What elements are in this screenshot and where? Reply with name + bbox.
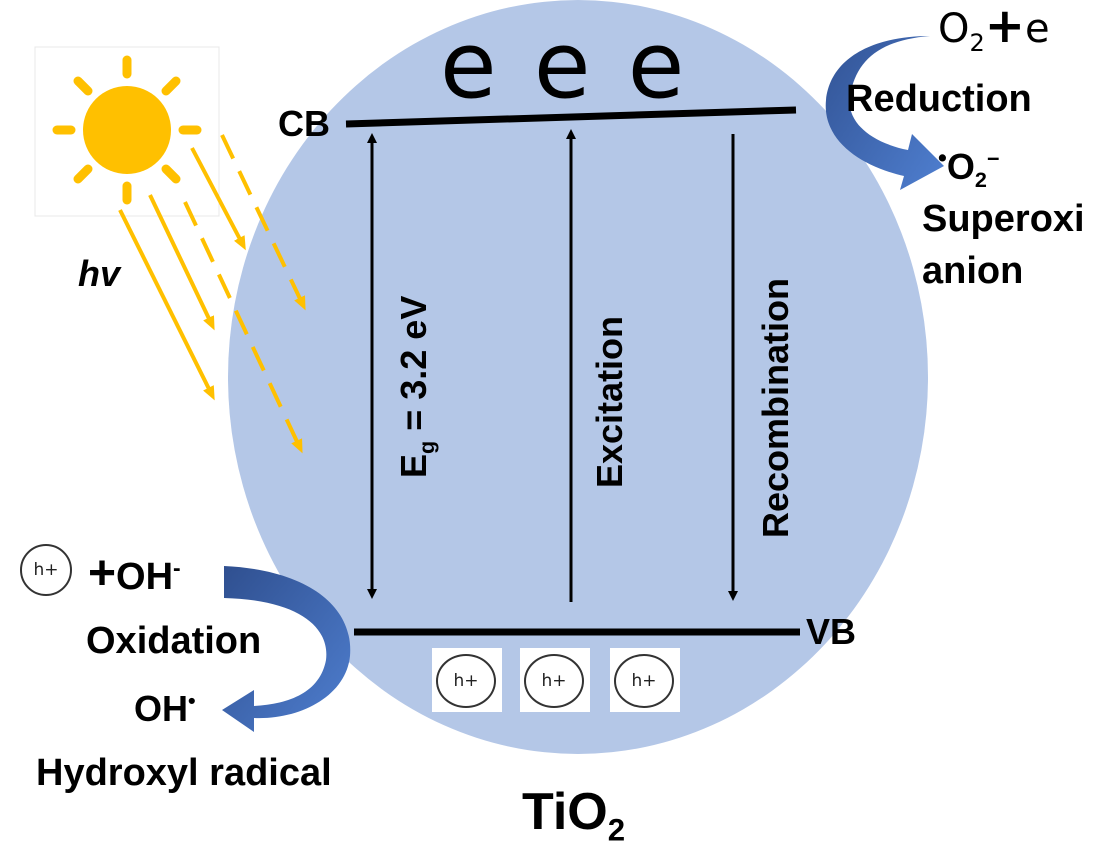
hydroxide-charge: -	[173, 554, 181, 581]
hole-1: h+	[432, 648, 502, 712]
reduction-reactants: O2+e	[938, 2, 1050, 55]
superoxide-subscript: 2	[974, 167, 987, 193]
reduction-plus: +	[984, 0, 1025, 54]
light-ray-solid-2	[148, 194, 215, 331]
hydroxide-symbol: OH	[116, 556, 174, 598]
oxidation-label: Oxidation	[86, 620, 262, 662]
reduction-label: Reduction	[846, 78, 1032, 120]
material-label: TiO2	[522, 786, 625, 846]
hydroxyl-dot: •	[188, 688, 196, 713]
superoxide-name-line2: anion	[922, 250, 1024, 292]
band-gap-subscript: g	[414, 440, 440, 454]
band-gap-label: Eg = 3.2 eV	[393, 295, 440, 478]
hole-1-label: h+	[436, 654, 496, 708]
light-rays	[118, 134, 306, 454]
valence-band-label: VB	[806, 611, 857, 652]
material-symbol: TiO	[522, 783, 608, 841]
oxygen-subscript: 2	[969, 29, 985, 57]
reduction-curved-arrow	[825, 4, 944, 190]
superoxide-charge: −	[986, 146, 1000, 171]
sun-icon	[52, 55, 202, 205]
superoxide-dot: •	[938, 144, 947, 172]
superoxide-name-line1: Superoxi	[922, 198, 1085, 240]
hole-2: h+	[520, 648, 590, 712]
electrons-label: e e e	[440, 12, 689, 119]
hydroxyl-symbol: OH	[134, 688, 188, 729]
hole-3-label: h+	[614, 654, 674, 708]
light-ray-dashed-1	[183, 201, 303, 454]
hydroxyl-formula: OH•	[134, 690, 196, 727]
excitation-label: Excitation	[589, 315, 630, 488]
hole-reactant: h+	[16, 540, 84, 600]
oxidation-curved-arrow	[222, 566, 351, 732]
oxygen-symbol: O	[938, 6, 970, 52]
hydroxyl-name: Hydroxyl radical	[36, 752, 332, 794]
superoxide-formula: •O2−	[938, 144, 1000, 193]
hole-reactant-ring: h+	[20, 544, 72, 596]
oxidation-plus: +	[88, 547, 117, 600]
material-subscript: 2	[607, 812, 626, 848]
oxidation-reactants: +OH-	[88, 550, 181, 598]
recombination-label: Recombination	[755, 277, 796, 538]
superoxide-symbol: O	[946, 146, 975, 187]
reduction-electron: e	[1024, 6, 1050, 52]
light-ray-solid-1	[118, 209, 215, 401]
tio2-particle	[228, 0, 928, 754]
light-ray-solid-3	[190, 147, 246, 251]
band-gap-symbol: E	[393, 453, 434, 478]
conduction-band-label: CB	[278, 103, 330, 144]
band-gap-value: = 3.2 eV	[393, 295, 434, 441]
hole-2-label: h+	[524, 654, 584, 708]
light-ray-dashed-2	[220, 134, 306, 311]
conduction-band-line	[345, 106, 797, 128]
hole-3: h+	[610, 648, 680, 712]
light-energy-label: hv	[78, 253, 121, 294]
